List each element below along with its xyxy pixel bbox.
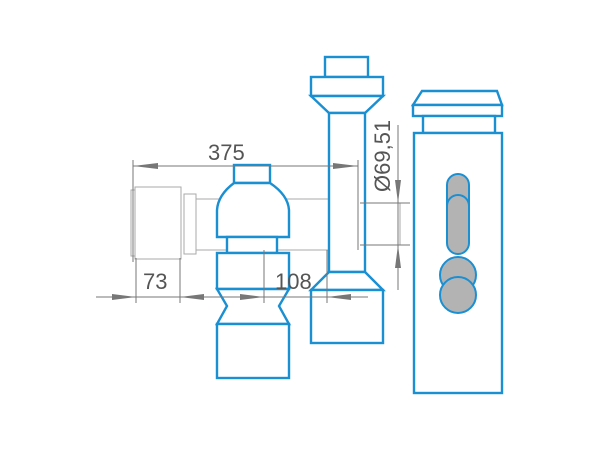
dimension-diameter: Ø69,51 — [360, 120, 410, 290]
dim-label-108: 108 — [275, 269, 312, 294]
right-controller-outline — [410, 89, 504, 395]
end-cylinder — [134, 186, 182, 260]
dimension-73-108: 73 108 — [96, 250, 368, 303]
coupling — [183, 193, 197, 255]
dim-label-73: 73 — [143, 269, 167, 294]
knob-lower — [439, 276, 477, 314]
middle-column-outline — [307, 55, 387, 345]
left-valve-outline — [214, 163, 292, 380]
slider-capsule-lower — [446, 194, 470, 255]
dim-label-375: 375 — [208, 140, 245, 165]
dimension-375: 375 — [132, 140, 359, 262]
dim-label-diameter: Ø69,51 — [370, 120, 395, 192]
